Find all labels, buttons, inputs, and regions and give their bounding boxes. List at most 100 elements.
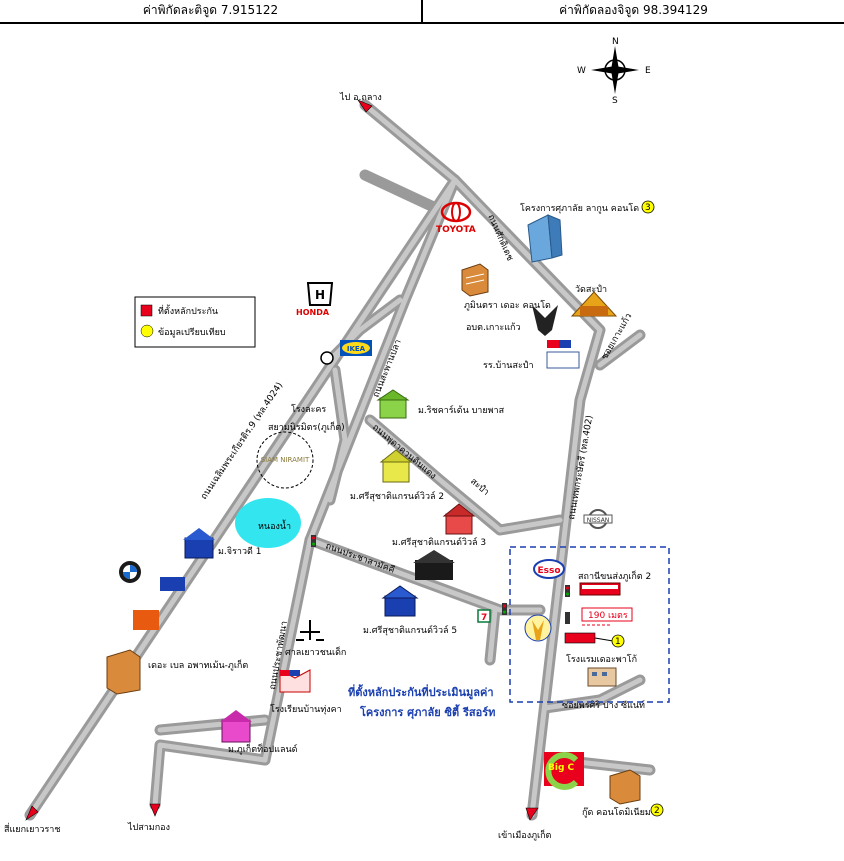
compass-n: N xyxy=(612,37,619,47)
phuket-hill: ม.ภูเก็ตท็อปแลนด์ xyxy=(220,710,298,755)
to-samkong-label: ไปสามกอง xyxy=(127,822,170,833)
road-label-soi-bottom: ซอยพรศิริ บาง ซีแนท์ xyxy=(562,699,645,711)
honda-logo-icon: H HONDA xyxy=(296,282,334,317)
court-label: ศาลเยาวชนเด็ก xyxy=(285,645,346,658)
subject-marker-icon xyxy=(564,632,596,644)
compass-icon: N S E W xyxy=(577,37,651,106)
arrow-saphanhin-icon xyxy=(25,805,39,821)
marker3-icon xyxy=(641,200,655,214)
subject-caption-line2: โครงการ ศุภาลัย ซิตี้ รีสอร์ท xyxy=(359,704,495,720)
header-divider xyxy=(421,0,423,22)
school-saphan: รร.บ้านสะปำ xyxy=(483,340,580,371)
honda-label: HONDA xyxy=(296,308,330,317)
sirichart5: ม.ศรีสุชาติแกรนด์วิวล์ 5 xyxy=(363,585,457,636)
toyota-label: TOYOTA xyxy=(436,225,476,235)
subject-caption-line1: ที่ตั้งหลักประกันที่ประเมินมูลค่า xyxy=(348,684,494,700)
seal-icon xyxy=(524,614,552,642)
wat-saphan-label: วัดสะปำ xyxy=(575,284,607,295)
legend-subject-swatch xyxy=(140,304,153,317)
hotel-logo-icon xyxy=(133,610,159,630)
hotel-label: โรงแรมเดอะพาโก้ xyxy=(566,654,637,665)
ikea-logo-icon: IKEA xyxy=(340,340,372,356)
legend-subject-label: ที่ตั้งหลักประกัน xyxy=(158,304,218,317)
school-saphan-label: รร.บ้านสะปำ xyxy=(483,360,534,371)
to-phuket-town-label: เข้าเมืองภูเก็ต xyxy=(498,828,552,841)
svg-text:SIAM NIRAMIT: SIAM NIRAMIT xyxy=(261,456,310,464)
sirichart3: ม.ศรีสุชาติแกรนด์วิวล์ 3 xyxy=(392,503,486,548)
distance-label: 190 เมตร xyxy=(588,611,628,621)
phumindra: ภูมินตรา เดอะ คอนโด xyxy=(461,263,551,311)
longitude-label: ค่าพิกัดลองจิจูด 98.394129 xyxy=(559,3,708,17)
legend-comparable-swatch xyxy=(140,324,154,338)
school-thung: โรงเรียนบ้านทุ่งคา xyxy=(270,669,342,715)
compass-e: E xyxy=(645,66,651,76)
siam-niramit-area xyxy=(256,431,314,489)
marker1-icon xyxy=(611,634,625,648)
latitude-label: ค่าพิกัดละติจูด 7.915122 xyxy=(142,3,279,17)
road-network xyxy=(24,99,656,821)
sirichart2: ม.ศรีสุชาติแกรนด์วิวล์ 2 xyxy=(350,449,444,502)
scales-icon xyxy=(296,620,324,641)
wat-saphan: วัดสะปำ xyxy=(570,284,618,317)
condo2-label: กู๊ด คอนโดมิเนียม xyxy=(582,807,651,818)
ikea-label: IKEA xyxy=(347,345,366,353)
court: ศาลเยาวชนเด็ก xyxy=(285,620,346,658)
housing-icon xyxy=(413,550,455,580)
hotel-icon xyxy=(587,667,617,687)
sirichart3-label: ม.ศรีสุชาติแกรนด์วิวล์ 3 xyxy=(392,536,486,548)
road-label-chalermprakiat: ถนนเฉลิมพระเกียรติร.9 (ทล.4024) xyxy=(198,380,285,501)
bus-station: สถานีขนส่งภูเก็ต 2 xyxy=(578,569,651,596)
esso-label: Esso xyxy=(537,566,560,576)
toyota-logo-icon: TOYOTA xyxy=(436,201,476,235)
pond-label: หนองน้ำ xyxy=(258,519,291,532)
subject-location[interactable]: 1 xyxy=(564,632,625,648)
sirichart2-label: ม.ศรีสุชาติแกรนด์วิวล์ 2 xyxy=(350,490,444,502)
compass-s: S xyxy=(612,96,618,106)
condo3-label: โครงการศุภาลัย ลากูน คอนโด xyxy=(520,203,639,214)
chirawadee: ม.จิราวดี 1 xyxy=(183,528,261,559)
legend-comparable-label: ข้อมูลเปรียบเทียบ xyxy=(158,327,226,338)
arrow-phuket-town-icon xyxy=(525,807,539,821)
bigc-label: Big C xyxy=(548,763,575,773)
road-label-saphan: สะปำ xyxy=(468,476,491,498)
bank-logo-icon xyxy=(160,577,185,591)
marker1-number: 1 xyxy=(615,637,621,647)
school-thung-label: โรงเรียนบ้านทุ่งคา xyxy=(270,704,342,715)
bel-apartment-label: เดอะ เบล อพาทเม้น-ภูเก็ต xyxy=(148,658,248,671)
bigc-logo-icon: Big C xyxy=(544,752,584,790)
siam-niramit-line2: สยามนิรมิตร(ภูเก็ต) xyxy=(268,420,345,433)
esso-logo-icon: Esso xyxy=(533,559,565,579)
marker2-number: 2 xyxy=(654,806,660,816)
road-north-west xyxy=(359,169,446,216)
nissan-label: NISSAN xyxy=(587,517,610,524)
road-label-prachasamakkhi: ถนนประชาสามัคคี xyxy=(324,540,396,575)
sirichart5-label: ม.ศรีสุชาติแกรนด์วิวล์ 5 xyxy=(363,624,457,636)
bmw-logo-icon xyxy=(119,561,141,583)
arrow-samkong-icon xyxy=(149,803,161,817)
subject-area-box xyxy=(509,546,670,703)
garuda-icon xyxy=(532,305,558,336)
seven-eleven-icon: 7 xyxy=(477,609,491,623)
chirawadee-label: ม.จิราวดี 1 xyxy=(218,546,261,557)
station2-label: สถานีขนส่งภูเก็ต 2 xyxy=(578,569,651,582)
compass-w: W xyxy=(577,66,586,76)
siam-niramit: โรงละคร สยามนิรมิตร(ภูเก็ต) SIAM NIRAMIT xyxy=(256,404,345,489)
to-saphanhin-label: สี่แยกเยาวราช xyxy=(4,822,60,835)
direction-arrows xyxy=(25,99,539,821)
svg-text:7: 7 xyxy=(481,613,487,623)
distance-box xyxy=(581,607,633,622)
phuket-hill-label: ม.ภูเก็ตท็อปแลนด์ xyxy=(228,742,298,755)
coordinates-header: ค่าพิกัดละติจูด 7.915122 ค่าพิกัดลองจิจู… xyxy=(0,0,844,24)
rich-garden-label: ม.ริชคาร์เด้น บายพาส xyxy=(418,404,505,416)
pond: หนองน้ำ xyxy=(235,498,301,548)
nissan-logo-icon: NISSAN xyxy=(583,509,613,529)
traffic-light-icon xyxy=(311,535,570,624)
roundabout-icon xyxy=(320,351,334,365)
phumindra-label: ภูมินตรา เดอะ คอนโด xyxy=(464,300,551,311)
condo3: โครงการศุภาลัย ลากูน คอนโด 3 xyxy=(520,200,655,263)
siam-niramit-line1: โรงละคร xyxy=(291,404,326,415)
to-thalang-label: ไป อ.ถลาง xyxy=(339,92,382,103)
marker2-icon xyxy=(650,803,664,817)
obt: อบต.เกาะแก้ว xyxy=(466,305,558,336)
